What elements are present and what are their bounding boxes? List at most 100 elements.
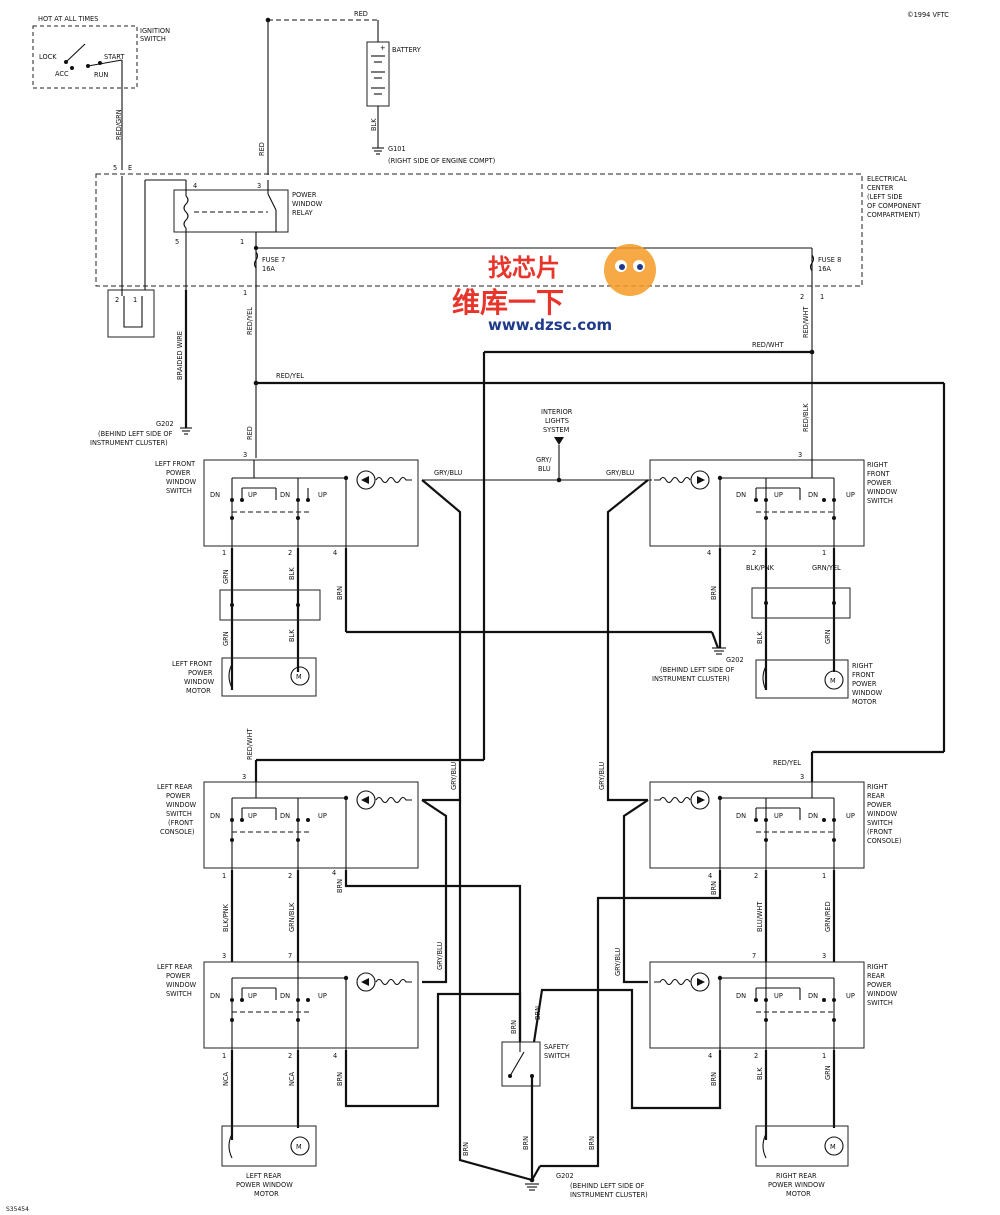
watermark-url: www.dzsc.com xyxy=(488,316,612,334)
rrc-label-7: CONSOLE) xyxy=(867,837,902,845)
lf-brn: BRN xyxy=(336,586,344,600)
lr-nca-1: NCA xyxy=(222,1071,230,1086)
lf-label-2: POWER xyxy=(166,469,191,477)
ec-line-2: CENTER xyxy=(867,184,894,192)
rf-label-5: SWITCH xyxy=(867,497,893,505)
fuse7-name: FUSE 7 xyxy=(262,256,285,264)
rr-motor-3: MOTOR xyxy=(786,1190,811,1198)
rrc-pin-1: 1 xyxy=(822,872,826,880)
lf-pin-2: 2 xyxy=(288,549,292,557)
main-feed-label: RED xyxy=(258,142,266,156)
lf-label-1: LEFT FRONT xyxy=(155,460,196,468)
lr-pin-7: 7 xyxy=(288,952,292,960)
watermark-top: 找芯片 xyxy=(488,254,560,282)
rf-motor-3: POWER xyxy=(852,680,877,688)
rrc-dn-2: DN xyxy=(808,812,818,820)
rrc-pin-3: 3 xyxy=(800,773,804,781)
hot-at-all-times: HOT AT ALL TIMES xyxy=(38,15,98,23)
rf-dn-2: DN xyxy=(808,491,818,499)
lrc-pin-4: 4 xyxy=(332,869,336,877)
rf-label-3: POWER xyxy=(867,479,892,487)
lrc-label-1: LEFT REAR xyxy=(157,783,193,791)
rf-up-2: UP xyxy=(846,491,855,499)
battery-wire-top: RED xyxy=(354,10,368,18)
lr-label-4: SWITCH xyxy=(166,990,192,998)
run-label: RUN xyxy=(94,71,108,79)
gry-blu-lc: GRY/BLU xyxy=(450,762,458,790)
rrc-label-4: WINDOW xyxy=(867,810,898,818)
interior-gry: GRY/ xyxy=(536,456,552,464)
safety-brn-down: BRN xyxy=(522,1136,530,1150)
battery-label: BATTERY xyxy=(392,46,422,54)
rf-motor-2: FRONT xyxy=(852,671,875,679)
safety-brn-left: BRN xyxy=(510,1020,518,1034)
rrc-up-1: UP xyxy=(774,812,783,820)
lf-up-1: UP xyxy=(248,491,257,499)
ec-line-1: ELECTRICAL xyxy=(867,175,907,183)
rf-motor-4: WINDOW xyxy=(852,689,883,697)
wire-red-wht-2: RED/WHT xyxy=(752,341,785,349)
lr-up-2: UP xyxy=(318,992,327,1000)
rr-brn: BRN xyxy=(710,1072,718,1086)
rf-label-4: WINDOW xyxy=(867,488,898,496)
fuse8-name: FUSE 8 xyxy=(818,256,841,264)
lf-motor-1: LEFT FRONT xyxy=(172,660,213,668)
wire-red-yel-3: RED/YEL xyxy=(773,759,801,767)
gry-blu-rc: GRY/BLU xyxy=(598,762,606,790)
relay-label-2: WINDOW xyxy=(292,200,323,208)
rf-dn-1: DN xyxy=(736,491,746,499)
lf-motor-2: POWER xyxy=(188,669,213,677)
g202-mid-note-2: INSTRUMENT CLUSTER) xyxy=(652,675,730,683)
lrc-pin-1: 1 xyxy=(222,872,226,880)
fuse8-pin2: 2 xyxy=(800,293,804,301)
rf-grn-yel: GRN/YEL xyxy=(812,564,841,572)
lf-grn-2: GRN xyxy=(222,631,230,646)
rf-pin-1: 1 xyxy=(822,549,826,557)
relay-label-1: POWER xyxy=(292,191,317,199)
g101-note: (RIGHT SIDE OF ENGINE COMPT) xyxy=(388,157,495,165)
right-rear-console-switch: RIGHT REAR POWER WINDOW SWITCH (FRONT CO… xyxy=(649,773,902,880)
gry-blu-right: GRY/BLU xyxy=(606,469,634,477)
safety-switch: SAFETY SWITCH BRN BRN BRN BRN G202 (BEHI… xyxy=(458,800,648,1199)
safety-brn-right: BRN xyxy=(534,1006,542,1020)
rrc-label-2: REAR xyxy=(867,792,885,800)
gry-blu-lr: GRY/BLU xyxy=(436,942,444,970)
lf-motor-3: WINDOW xyxy=(184,678,215,686)
rf-brn: BRN xyxy=(710,586,718,600)
left-front-motor-circuit: GRN BLK GRN BLK M LEFT FRONT POWER WINDO… xyxy=(172,548,720,697)
fuse7-pin: 1 xyxy=(243,289,247,297)
lrc-dn-2: DN xyxy=(280,812,290,820)
rf-blk-pnk: BLK/PNK xyxy=(746,564,775,572)
rrc-up-2: UP xyxy=(846,812,855,820)
lr-brn: BRN xyxy=(336,1072,344,1086)
start-label: START xyxy=(104,53,125,61)
lr-up-1: UP xyxy=(248,992,257,1000)
lrc-label-2: POWER xyxy=(166,792,191,800)
lr-label-1: LEFT REAR xyxy=(157,963,193,971)
g101-label: G101 xyxy=(388,145,406,153)
lrc-pin-3: 3 xyxy=(242,773,246,781)
interior-blu: BLU xyxy=(538,465,551,473)
rr-label-3: POWER xyxy=(867,981,892,989)
wire-red-1: RED xyxy=(246,426,254,440)
lf-grn-1: GRN xyxy=(222,569,230,584)
watermark-mascot-icon xyxy=(604,244,656,296)
g202-bot-note-1: (BEHIND LEFT SIDE OF xyxy=(570,1182,645,1190)
g202-bot-name: G202 xyxy=(556,1172,574,1180)
lf-dn-1: DN xyxy=(210,491,220,499)
copyright: ©1994 VFTC xyxy=(907,11,949,19)
right-rear-link: BLU/WHT GRN/RED 7 3 BRN BRN xyxy=(540,870,836,1168)
battery-plus: + xyxy=(380,44,386,52)
rr-pin-7: 7 xyxy=(752,952,756,960)
safety-label-1: SAFETY xyxy=(544,1043,570,1051)
lr-pin-1: 1 xyxy=(222,1052,226,1060)
lf-motor-m: M xyxy=(296,673,302,681)
ignition-pin-5: 5 xyxy=(113,164,117,172)
brn-left-vert: BRN xyxy=(462,1142,470,1156)
lrc-label-3: WINDOW xyxy=(166,801,197,809)
left-rear-console-switch: LEFT REAR POWER WINDOW SWITCH (FRONT CON… xyxy=(157,773,419,880)
supply-bus: RED/YEL RED RED/YEL RED/YEL RED/WHT RED/… xyxy=(246,290,946,782)
rf-blk: BLK xyxy=(756,631,764,644)
lrc-brn: BRN xyxy=(336,879,344,893)
watermark-cn: 维库一下 xyxy=(452,286,564,319)
